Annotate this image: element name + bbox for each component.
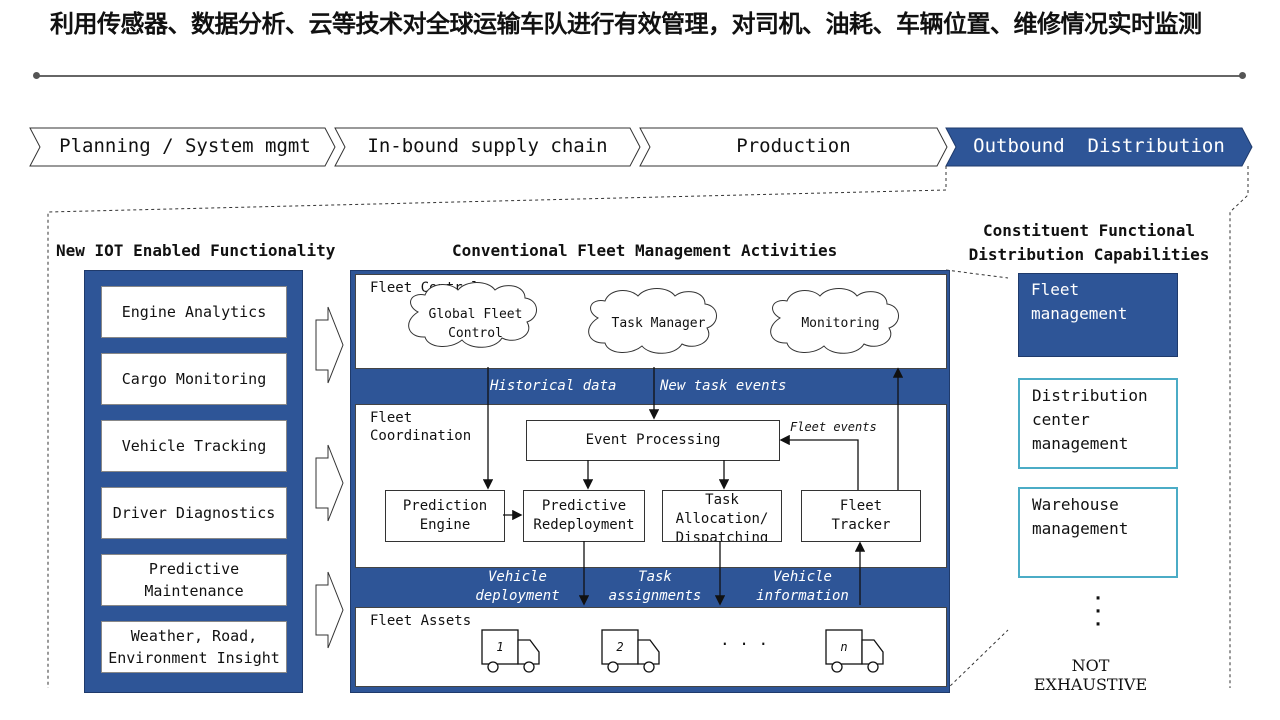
capability-warehouse: Warehouse management bbox=[1018, 487, 1178, 578]
chevron-label-inbound: In-bound supply chain bbox=[367, 135, 608, 157]
chevron-production bbox=[639, 127, 948, 167]
cloud-task-manager bbox=[588, 288, 717, 354]
capabilities-more-dots: · · · bbox=[1092, 588, 1104, 635]
divider-dot-left bbox=[33, 72, 40, 79]
flow-label-vehicle-deployment: Vehicle deployment bbox=[475, 569, 560, 604]
truck-icon-n bbox=[825, 629, 884, 673]
cloud-global-fleet-control bbox=[408, 282, 537, 348]
trucks-ellipsis: . . . bbox=[720, 630, 769, 649]
cloud-label-global-fleet-control: Global Fleet Control bbox=[428, 307, 523, 341]
truck-icon-2 bbox=[601, 629, 660, 673]
iot-item-weather-insight: Weather, Road, Environment Insight bbox=[101, 621, 287, 673]
truck-number-n: n bbox=[840, 640, 848, 654]
fleet-tracker-box: Fleet Tracker bbox=[801, 490, 921, 542]
flow-label-vehicle-information: Vehicle information bbox=[756, 569, 849, 604]
cloud-label-task-manager: Task Manager bbox=[611, 316, 706, 331]
fleet-coordination-label: Fleet Coordination bbox=[370, 410, 472, 444]
chevron-inbound bbox=[334, 127, 641, 167]
predictive-redeployment-box: Predictive Redeployment bbox=[523, 490, 645, 542]
cloud-monitoring bbox=[770, 288, 899, 354]
truck-number-2: 2 bbox=[616, 640, 624, 654]
chevron-outbound bbox=[945, 127, 1253, 167]
chevron-label-production: Production bbox=[736, 135, 851, 157]
cloud-label-monitoring: Monitoring bbox=[801, 316, 880, 331]
iot-item-driver-diagnostics: Driver Diagnostics bbox=[101, 487, 287, 539]
iot-item-vehicle-tracking: Vehicle Tracking bbox=[101, 420, 287, 472]
truck-number-1: 1 bbox=[496, 640, 504, 654]
flow-label-task-assignments: Task assignments bbox=[608, 569, 702, 604]
chevron-planning bbox=[29, 127, 336, 167]
divider-dot-right bbox=[1239, 72, 1246, 79]
callout-dashed-lines bbox=[47, 166, 1249, 691]
title-divider bbox=[36, 75, 1242, 77]
iot-panel: Engine Analytics Cargo Monitoring Vehicl… bbox=[84, 270, 303, 693]
iot-item-engine-analytics: Engine Analytics bbox=[101, 286, 287, 338]
iot-heading: New IOT Enabled Functionality bbox=[56, 241, 336, 260]
iot-item-predictive-maintenance: Predictive Maintenance bbox=[101, 554, 287, 606]
not-exhaustive-note: NOT EXHAUSTIVE bbox=[1033, 656, 1148, 694]
flow-label-historical-data: Historical data bbox=[490, 378, 617, 394]
task-allocation-box: Task Allocation/ Dispatching bbox=[662, 490, 782, 542]
connector-arrows bbox=[315, 306, 344, 649]
chevron-label-planning: Planning / System mgmt bbox=[59, 135, 311, 157]
chevron-label-outbound: Outbound Distribution bbox=[973, 135, 1225, 157]
capability-fleet-management: Fleet management bbox=[1018, 273, 1178, 357]
fleet-events-label: Fleet events bbox=[790, 420, 877, 434]
capabilities-heading: Constituent Functional Distribution Capa… bbox=[968, 221, 1210, 264]
truck-icon-1 bbox=[481, 629, 540, 673]
fleet-assets-label: Fleet Assets bbox=[370, 613, 472, 629]
flow-label-new-task-events: New task events bbox=[660, 378, 787, 394]
prediction-engine-box: Prediction Engine bbox=[385, 490, 505, 542]
arrow-fleet-events bbox=[779, 434, 859, 490]
page-title: 利用传感器、数据分析、云等技术对全球运输车队进行有效管理，对司机、油耗、车辆位置… bbox=[50, 10, 1202, 38]
capability-distribution-center: Distribution center management bbox=[1018, 378, 1178, 469]
iot-item-cargo-monitoring: Cargo Monitoring bbox=[101, 353, 287, 405]
fleet-heading: Conventional Fleet Management Activities bbox=[452, 241, 838, 260]
